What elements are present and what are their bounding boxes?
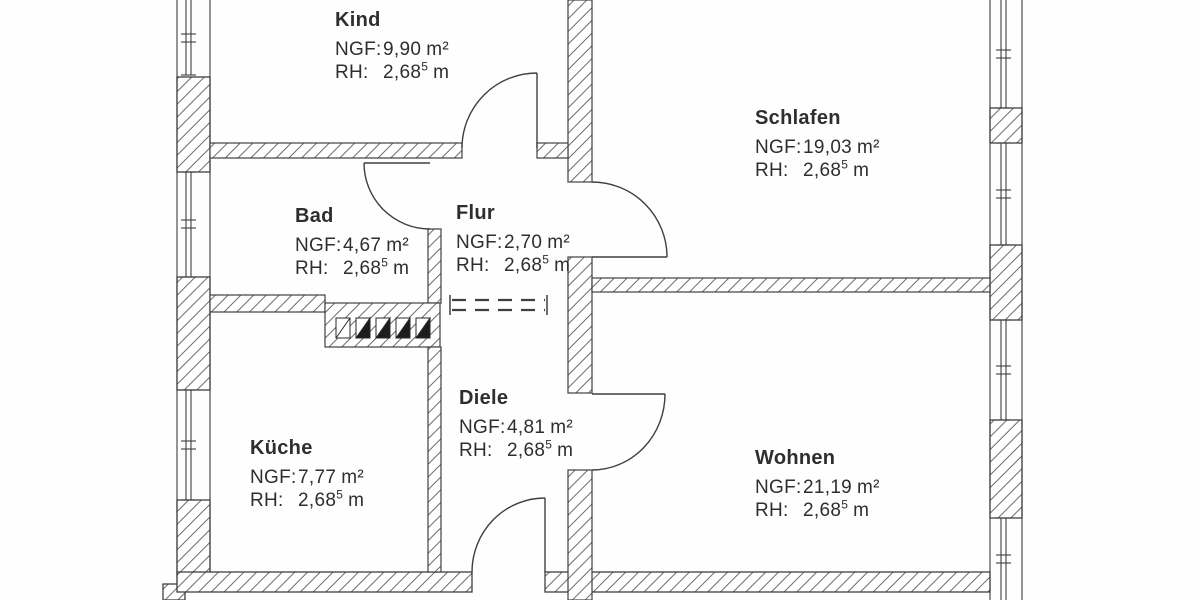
vent-square-open: [335, 317, 351, 339]
room-name: Küche: [250, 437, 313, 459]
window-schlafen-2: [996, 142, 1011, 246]
door-schlafen: [591, 181, 668, 258]
door-entrance: [471, 497, 546, 573]
room-name: Kind: [335, 9, 381, 31]
wall-central: [567, 0, 593, 183]
window-kueche: [181, 389, 196, 501]
door-diele: [591, 393, 666, 471]
wall-bottom: [544, 571, 991, 593]
vent-square-filled: [415, 316, 431, 339]
interior-walls: [209, 0, 991, 600]
windows: [176, 0, 1023, 600]
wall-left-pier: [176, 276, 211, 391]
room-name: Flur: [456, 202, 495, 224]
wall-kind-bad: [209, 142, 463, 159]
room-name: Bad: [295, 205, 334, 227]
window-wohnen-2: [996, 517, 1011, 600]
room-name: Diele: [459, 387, 509, 409]
wall-kind-flur: [536, 142, 569, 159]
wall-central: [567, 469, 593, 600]
wall-bad-flur: [427, 228, 442, 304]
room-name: Wohnen: [755, 447, 836, 469]
vent-shaft-symbols: [335, 316, 431, 339]
wall-bottom: [176, 571, 473, 593]
window-kind: [181, 0, 196, 76]
wall-right-pier: [989, 419, 1023, 519]
wall-left-pier: [176, 76, 211, 173]
wall-central: [567, 256, 593, 394]
wall-kueche-diele: [427, 346, 442, 573]
wall-schlafen-wohnen: [591, 277, 991, 293]
door-bad: [363, 162, 431, 230]
room-name: Schlafen: [755, 107, 841, 129]
doors: [363, 72, 668, 573]
vent-square-filled: [395, 316, 411, 339]
window-bad: [181, 171, 196, 278]
wall-right-pier: [989, 107, 1023, 144]
window-wohnen-1: [996, 319, 1011, 421]
vent-square-filled: [355, 316, 371, 339]
wall-bad-kueche: [209, 294, 326, 313]
wall-left-pier: [176, 499, 211, 575]
passage-opening: [449, 295, 548, 315]
vent-square-filled: [375, 316, 391, 339]
door-kind: [461, 72, 538, 149]
window-schlafen-1: [996, 0, 1011, 109]
wall-right-pier: [989, 244, 1023, 321]
